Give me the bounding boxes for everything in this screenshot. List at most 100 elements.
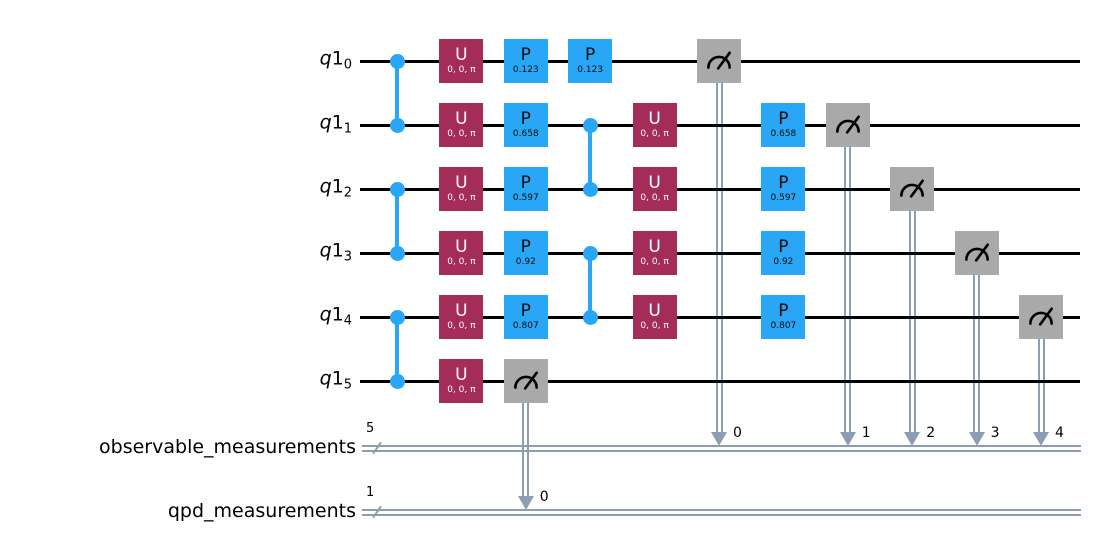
qubit-register-name-rest: 1 xyxy=(331,111,344,134)
u-gate-params: 0, 0, π xyxy=(447,128,476,139)
cz-control-dot-icon xyxy=(389,245,405,261)
cz-connector xyxy=(588,253,593,317)
p-gate-label: P xyxy=(778,237,789,258)
measure-classical-wire xyxy=(973,273,981,432)
measure-gate xyxy=(503,359,548,403)
classical-bit-index: 3 xyxy=(990,425,1000,441)
u-gate-label: U xyxy=(648,109,661,130)
qubit-label: q10 xyxy=(262,48,352,73)
qubit-register-name: q xyxy=(319,303,332,326)
meter-icon xyxy=(513,371,538,390)
qubit-register-name: q xyxy=(319,239,332,262)
measure-arrow-icon xyxy=(904,431,921,446)
qubit-index: 5 xyxy=(343,377,352,393)
measure-arrow-icon xyxy=(517,495,534,510)
cz-connector xyxy=(588,125,593,189)
classical-bit-index: 0 xyxy=(539,489,549,505)
classical-bit-index: 1 xyxy=(861,425,871,441)
u-gate-params: 0, 0, π xyxy=(447,320,476,331)
measure-gate xyxy=(697,39,741,83)
classical-register-label: observable_measurements xyxy=(99,436,356,459)
qubit-index: 0 xyxy=(343,57,352,73)
cz-control-dot-icon xyxy=(582,117,598,133)
p-gate-value: 0.807 xyxy=(770,320,797,331)
p-gate-label: P xyxy=(778,301,789,322)
qubit-register-name: q xyxy=(319,47,332,70)
measure-classical-wire xyxy=(522,401,530,496)
u-gate-label: U xyxy=(455,301,468,322)
qubit-wire xyxy=(360,123,1080,127)
p-gate-label: P xyxy=(520,237,531,258)
measure-gate xyxy=(954,231,999,275)
u-gate-params: 0, 0, π xyxy=(447,256,476,267)
measure-classical-wire xyxy=(908,209,916,432)
qubit-register-name-rest: 1 xyxy=(331,367,344,390)
p-gate-value: 0.807 xyxy=(512,320,539,331)
classical-wire xyxy=(362,508,1081,516)
qubit-label: q12 xyxy=(262,176,352,201)
u-gate-params: 0, 0, π xyxy=(447,64,476,75)
cz-connector xyxy=(395,61,399,125)
cz-control-dot-icon xyxy=(389,53,405,69)
p-gate-label: P xyxy=(520,301,531,322)
meter-icon xyxy=(900,179,925,198)
qubit-register-name: q xyxy=(319,175,332,198)
measure-classical-wire xyxy=(715,81,723,432)
classical-register-size: 1 xyxy=(366,485,375,500)
qubit-register-name-rest: 1 xyxy=(331,47,344,70)
u-gate-params: 0, 0, π xyxy=(640,192,669,203)
cz-control-dot-icon xyxy=(389,373,405,389)
cz-control-dot-icon xyxy=(389,309,405,325)
qubit-register-name-rest: 1 xyxy=(331,303,344,326)
u-gate-label: U xyxy=(455,365,468,386)
p-gate-label: P xyxy=(520,109,531,130)
p-gate-value: 0.597 xyxy=(512,192,539,203)
measure-gate xyxy=(890,167,935,211)
measure-arrow-icon xyxy=(968,431,985,446)
classical-bit-index: 4 xyxy=(1055,425,1064,441)
u-gate-label: U xyxy=(455,237,468,258)
classical-bit-index: 0 xyxy=(733,425,742,441)
u-gate-label: U xyxy=(455,173,468,194)
measure-arrow-icon xyxy=(839,431,856,446)
p-gate-value: 0.92 xyxy=(773,256,794,267)
classical-register-size: 5 xyxy=(366,421,375,436)
meter-icon xyxy=(707,51,731,70)
classical-bit-index: 2 xyxy=(926,425,936,441)
qubit-index: 2 xyxy=(343,185,352,201)
p-gate-label: P xyxy=(778,173,789,194)
qubit-wire xyxy=(360,187,1080,191)
p-gate-value: 0.92 xyxy=(515,256,536,267)
classical-register-label: qpd_measurements xyxy=(167,500,356,523)
u-gate-params: 0, 0, π xyxy=(640,128,669,139)
qubit-label: q15 xyxy=(262,368,352,393)
cz-connector xyxy=(395,317,399,381)
qubit-wire xyxy=(360,251,1080,255)
p-gate-value: 0.123 xyxy=(577,64,604,75)
p-gate-label: P xyxy=(520,173,531,194)
u-gate-params: 0, 0, π xyxy=(640,320,669,331)
u-gate-params: 0, 0, π xyxy=(640,256,669,267)
qubit-register-name-rest: 1 xyxy=(331,175,344,198)
meter-icon xyxy=(835,115,860,134)
p-gate-value: 0.658 xyxy=(512,128,539,139)
cz-control-dot-icon xyxy=(582,245,598,261)
u-gate-params: 0, 0, π xyxy=(447,384,476,395)
u-gate-label: U xyxy=(648,173,661,194)
measure-gate xyxy=(825,103,870,147)
